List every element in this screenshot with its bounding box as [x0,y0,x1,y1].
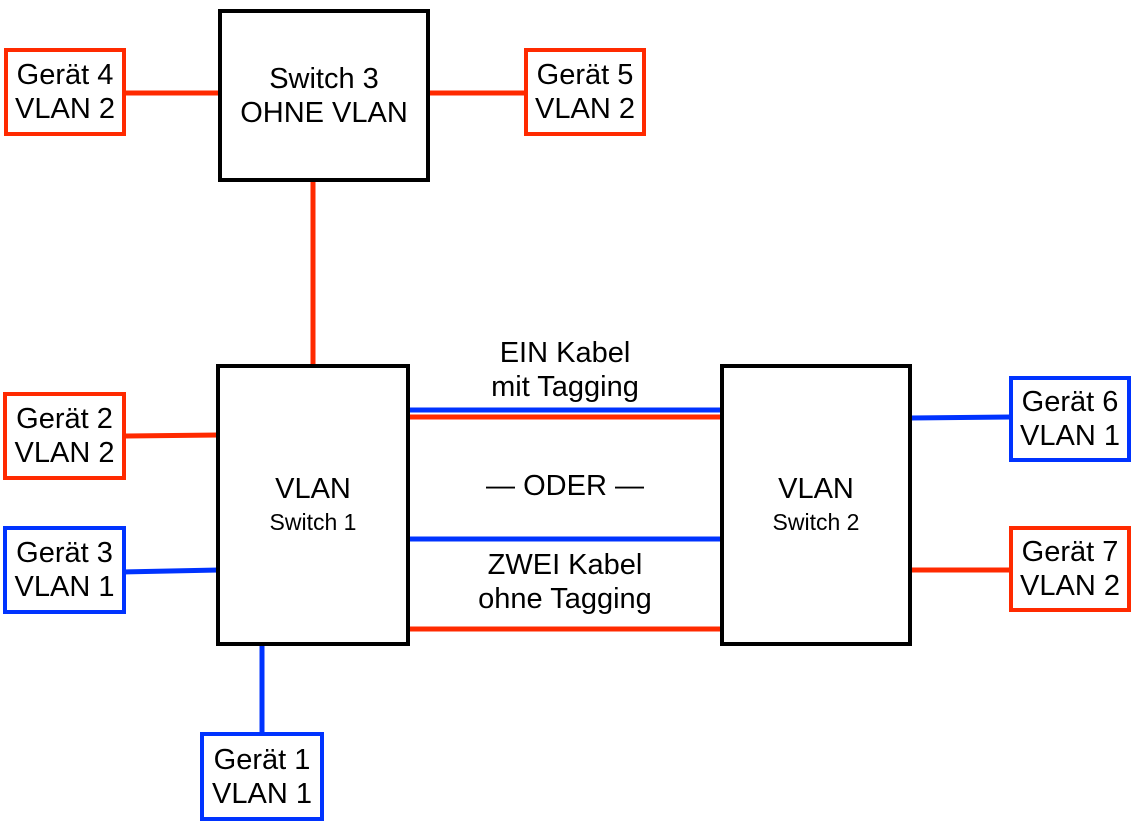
device-vlan: VLAN 2 [15,93,115,125]
device-geraet-4: Gerät 4 VLAN 2 [4,48,126,136]
device-vlan: VLAN 1 [212,777,312,810]
device-geraet-5: Gerät 5 VLAN 2 [524,48,646,136]
device-name: Gerät 6 [1021,386,1119,418]
link-geraet2-switch1 [123,432,220,439]
label-zwei-kabel-line1: ZWEI Kabel [487,549,643,581]
device-vlan: VLAN 2 [535,93,635,125]
device-name: Gerät 5 [536,59,634,91]
switch-3: Switch 3 OHNE VLAN [218,9,430,182]
switch-3-title: Switch 3 [269,62,379,95]
label-ein-kabel-line2: mit Tagging [491,371,639,403]
link-switch2-geraet6 [909,414,1012,421]
device-name: Gerät 7 [1021,536,1119,568]
label-zwei-kabel: ZWEI Kabel ohne Tagging [408,548,722,616]
device-vlan: VLAN 2 [1020,570,1120,602]
device-geraet-1: Gerät 1 VLAN 1 [200,732,324,821]
device-name: Gerät 3 [16,537,113,569]
device-geraet-3: Gerät 3 VLAN 1 [3,526,126,614]
label-oder: — ODER — [486,470,644,502]
switch-2-title: VLAN [778,473,854,505]
device-geraet-2: Gerät 2 VLAN 2 [3,392,126,480]
device-name: Gerät 4 [16,59,114,91]
device-vlan: VLAN 1 [1020,420,1120,452]
label-ein-kabel-line1: EIN Kabel [499,337,631,369]
switch-1-subtitle: Switch 1 [269,509,357,535]
label-ein-kabel: EIN Kabel mit Tagging [408,336,722,404]
device-vlan: VLAN 2 [14,437,115,469]
switch-3-subtitle: OHNE VLAN [240,96,408,129]
device-vlan: VLAN 1 [14,571,115,603]
switch-2-subtitle: Switch 2 [772,509,860,535]
device-geraet-7: Gerät 7 VLAN 2 [1009,526,1131,612]
device-geraet-6: Gerät 6 VLAN 1 [1009,376,1131,462]
switch-1-title: VLAN [275,473,351,505]
link-geraet3-switch1 [123,567,220,575]
device-name: Gerät 2 [16,403,113,435]
vlan-switch-1: VLAN Switch 1 [216,364,410,646]
label-zwei-kabel-line2: ohne Tagging [478,583,652,615]
vlan-switch-2: VLAN Switch 2 [720,364,912,646]
device-name: Gerät 1 [213,743,311,776]
